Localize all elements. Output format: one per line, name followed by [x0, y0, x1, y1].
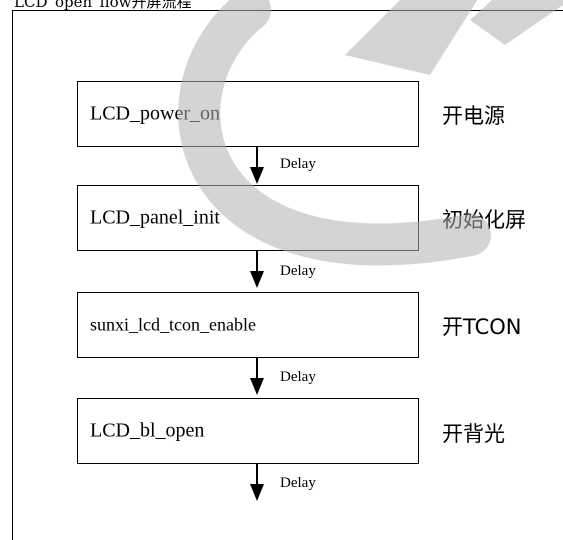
connector-3: [249, 358, 265, 396]
step-label-tcon-enable: sunxi_lcd_tcon_enable: [90, 314, 256, 335]
down-arrow-icon: [250, 358, 264, 395]
connector-4: [249, 464, 265, 502]
step-box-tcon-enable: sunxi_lcd_tcon_enable: [77, 292, 419, 358]
step-label-panel-init: LCD_panel_init: [90, 206, 220, 229]
top-caption: LCD_open_flow开屏流程: [14, 0, 192, 11]
step-box-power-on: LCD_power_on: [77, 81, 419, 147]
connector-1: [249, 147, 265, 185]
step-label-bl-open: LCD_bl_open: [90, 419, 205, 442]
step-box-bl-open: LCD_bl_open: [77, 398, 419, 464]
delay-label-3: Delay: [280, 369, 316, 385]
step-desc-panel-init: 初始化屏: [442, 208, 526, 232]
delay-label-4: Delay: [280, 475, 316, 491]
delay-label-1: Delay: [280, 156, 316, 172]
step-desc-power-on: 开电源: [442, 104, 505, 128]
step-desc-bl-open: 开背光: [442, 422, 505, 446]
step-desc-tcon-enable: 开TCON: [442, 315, 522, 339]
down-arrow-icon: [250, 464, 264, 501]
delay-label-2: Delay: [280, 263, 316, 279]
down-arrow-icon: [250, 251, 264, 288]
connector-2: [249, 251, 265, 289]
step-box-panel-init: LCD_panel_init: [77, 185, 419, 251]
down-arrow-icon: [250, 147, 264, 184]
step-label-power-on: LCD_power_on: [90, 102, 220, 125]
